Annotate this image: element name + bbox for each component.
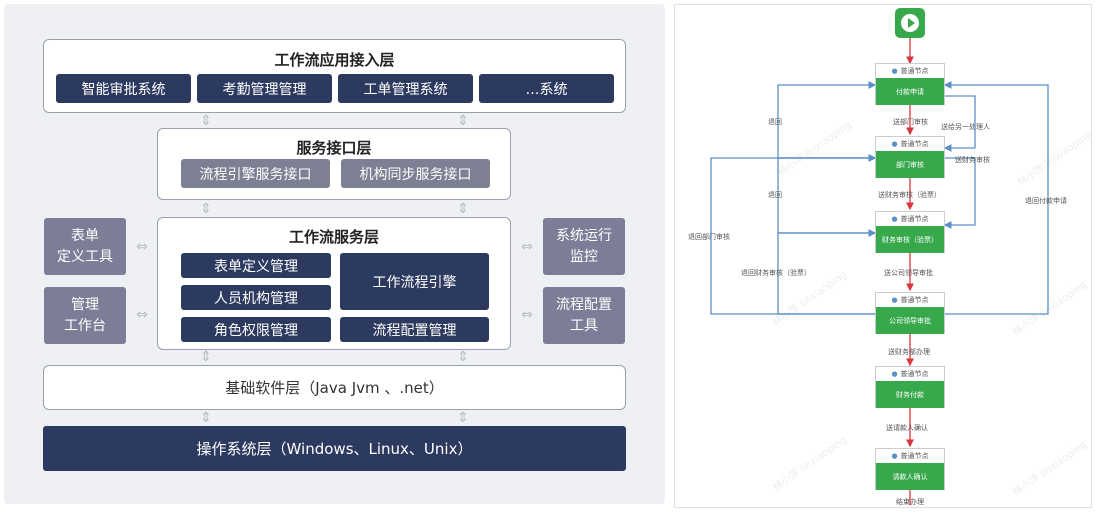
node-finance-payment[interactable]: ●普通节点 财务付款 [875, 366, 945, 408]
os-layer: 操作系统层（Windows、Linux、Unix） [43, 426, 626, 471]
engine-service-interface: 流程引擎服务接口 [181, 159, 330, 188]
v-arrow: ⇕ [457, 113, 469, 129]
node-label: 公司领导审批 [876, 307, 944, 334]
workflow-service-title: 工作流服务层 [288, 228, 379, 246]
node-label: 部门审核 [876, 151, 944, 178]
edge-label-to-finance: 送财务审核（验票） [878, 191, 941, 199]
play-icon [901, 14, 919, 32]
v-arrow: ⇕ [200, 201, 212, 217]
v-arrow: ⇕ [200, 113, 212, 129]
node-header: ●普通节点 [891, 140, 929, 148]
edge-label-to-dept: 送部门审核 [893, 118, 928, 126]
org-mgmt: 人员机构管理 [181, 285, 331, 310]
edge-label-to-finance-audit: 送财务审核 [955, 156, 990, 164]
v-arrow: ⇕ [200, 349, 212, 365]
node-header: ●普通节点 [891, 370, 929, 378]
back-label-2: 退回 [768, 191, 782, 199]
form-definition-mgmt: 表单定义管理 [181, 253, 331, 278]
base-software-layer: 基础软件层（Java Jvm 、.net） [43, 365, 626, 410]
service-interface-title: 服务接口层 [296, 139, 372, 157]
node-label: 财务审核（验票） [876, 226, 944, 253]
v-arrow: ⇕ [457, 410, 469, 426]
process-config-mgmt: 流程配置管理 [340, 317, 489, 342]
app-item-approval: 智能审批系统 [56, 74, 191, 103]
node-label: 付款申请 [876, 78, 944, 105]
admin-workbench: 管理 工作台 [44, 287, 126, 344]
node-finance-review[interactable]: ●普通节点 财务审核（验票） [875, 211, 945, 253]
node-header: ●普通节点 [891, 296, 929, 304]
user-icon: ● [891, 215, 898, 223]
node-label: 财务付款 [876, 381, 944, 408]
node-header: ●普通节点 [891, 452, 929, 460]
edge-label-to-confirm: 送请款人确认 [886, 424, 928, 432]
h-arrow: ⇔ [521, 307, 533, 323]
edge-label-to-other-handler: 送给另一处理人 [941, 123, 990, 131]
edge-label-to-pay: 送财务部办理 [888, 348, 930, 356]
user-icon: ● [891, 140, 898, 148]
h-arrow: ⇔ [521, 239, 533, 255]
workflow-engine: 工作流程引擎 [340, 253, 489, 310]
app-item-workorder: 工单管理系统 [338, 74, 473, 103]
node-payment-request[interactable]: ●普通节点 付款申请 [875, 63, 945, 105]
back-label-1: 退回 [768, 118, 782, 126]
edge-label-to-leader: 送公司领导审批 [884, 269, 933, 277]
start-node[interactable] [895, 8, 925, 38]
node-header: ●普通节点 [891, 67, 929, 75]
user-icon: ● [891, 452, 898, 460]
user-icon: ● [891, 67, 898, 75]
user-icon: ● [891, 370, 898, 378]
v-arrow: ⇕ [457, 201, 469, 217]
app-item-other: …系统 [479, 74, 614, 103]
process-config-tool: 流程配置 工具 [543, 287, 625, 344]
edge-label-end: 结束办理 [896, 498, 924, 506]
app-item-attendance: 考勤管理管理 [197, 74, 332, 103]
node-label: 请款人确认 [876, 463, 944, 490]
org-sync-interface: 机构同步服务接口 [341, 159, 490, 188]
system-monitor: 系统运行 监控 [543, 218, 625, 275]
v-arrow: ⇕ [200, 410, 212, 426]
app-layer-title: 工作流应用接入层 [274, 51, 395, 69]
node-requester-confirm[interactable]: ●普通节点 请款人确认 [875, 448, 945, 490]
h-arrow: ⇔ [136, 239, 148, 255]
node-dept-review[interactable]: ●普通节点 部门审核 [875, 136, 945, 178]
back-label-finance: 退回财务审核（验票） [741, 269, 811, 277]
back-label-dept: 退回部门审核 [688, 233, 730, 241]
back-label-apply: 退回付款申请 [1025, 197, 1067, 205]
node-leader-approval[interactable]: ●普通节点 公司领导审批 [875, 292, 945, 334]
form-definition-tool: 表单 定义工具 [44, 218, 126, 275]
user-icon: ● [891, 296, 898, 304]
h-arrow: ⇔ [136, 307, 148, 323]
role-permission-mgmt: 角色权限管理 [181, 317, 331, 342]
v-arrow: ⇕ [457, 349, 469, 365]
node-header: ●普通节点 [891, 215, 929, 223]
back-flow-lines [710, 81, 1049, 315]
